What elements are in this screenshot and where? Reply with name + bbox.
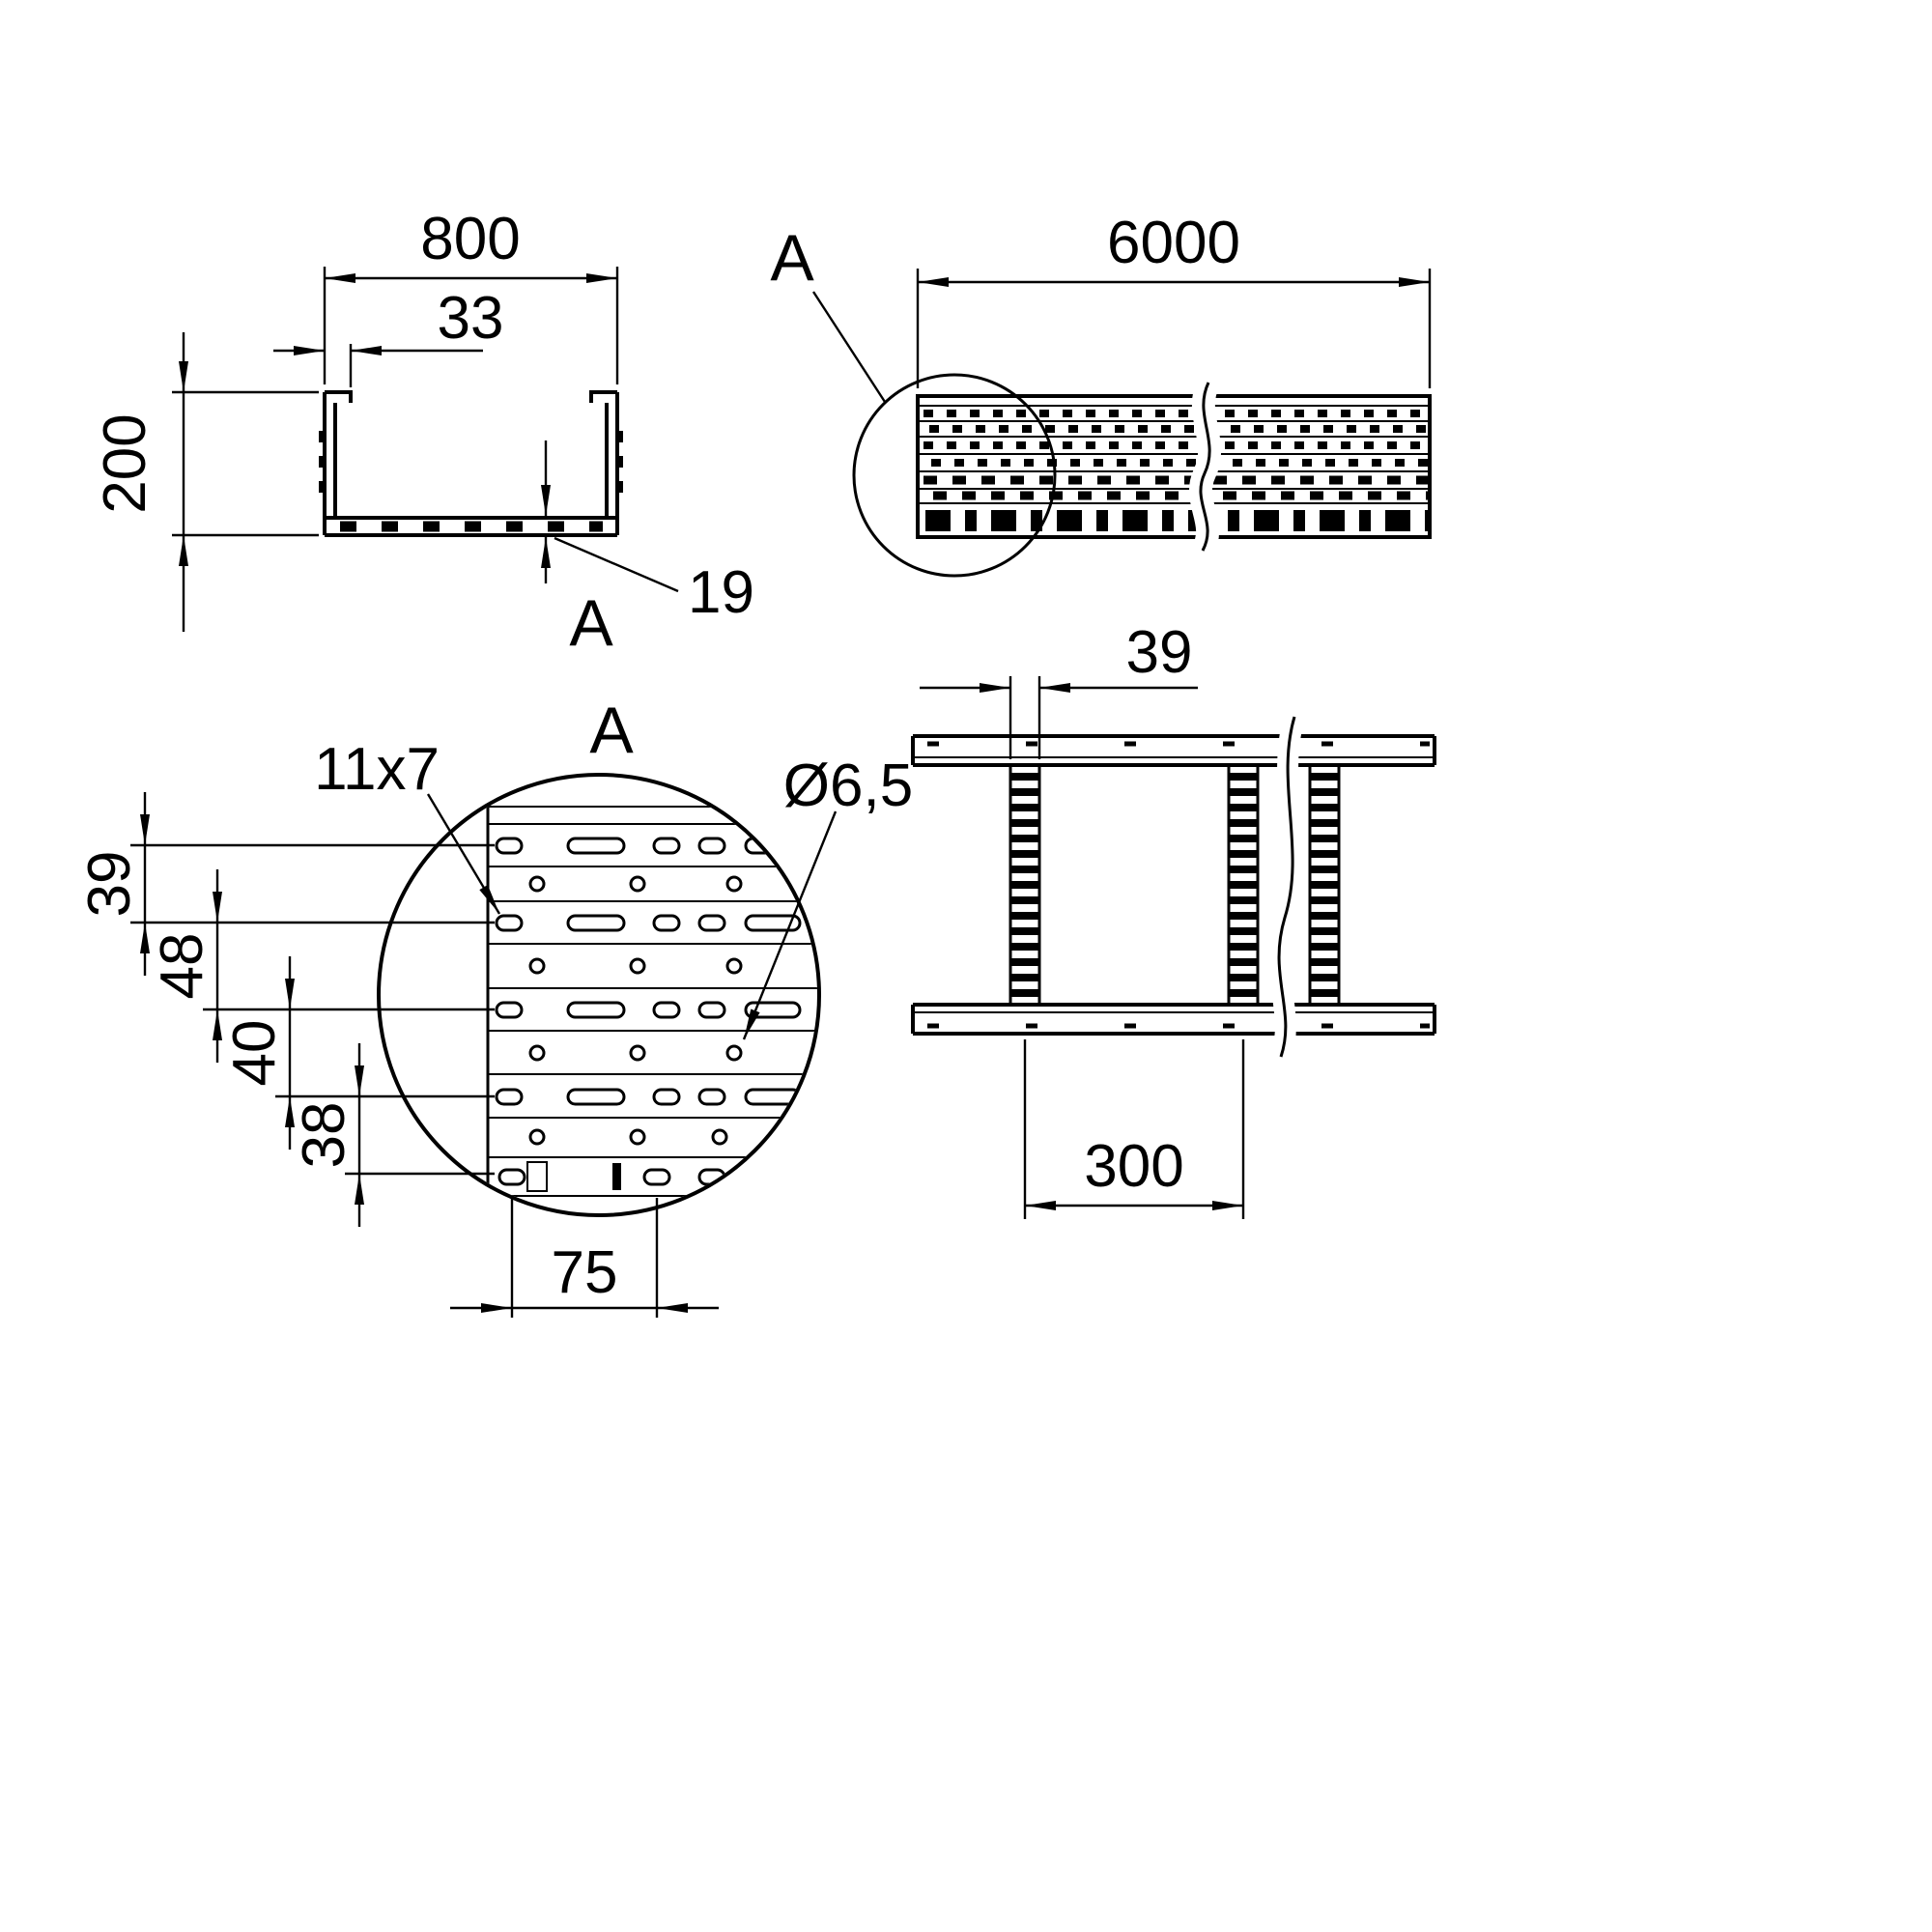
dim-800-extension-lines	[323, 267, 619, 384]
rung	[1308, 763, 1341, 1007]
dim-75: 75	[450, 1198, 719, 1318]
dim-6000-extension-lines	[916, 269, 1432, 388]
break-line	[1277, 716, 1296, 1058]
dim-label-40: 40	[221, 1020, 288, 1087]
detail-view-label: A	[589, 694, 634, 767]
dim-300-extension-lines	[1023, 1039, 1245, 1219]
detail-marker-label: A	[770, 221, 814, 295]
dim-pitch-40: 40	[221, 956, 295, 1150]
dim-pitch-38: 38	[291, 1043, 364, 1227]
side-rails	[911, 734, 1436, 1036]
rail-inner-lines	[913, 756, 1435, 1013]
break-line	[1199, 382, 1211, 552]
detail-marker-circle	[852, 373, 1057, 578]
detail-a-view: A 11x7 Ø6,5 39 48 40	[76, 694, 913, 1318]
dim-label-39: 39	[76, 851, 143, 918]
rung	[1227, 763, 1260, 1007]
slot-row	[495, 1088, 802, 1106]
detail-circle	[377, 773, 821, 1217]
slot-size-label: 11x7	[314, 736, 440, 803]
side-pattern-lines	[918, 405, 1430, 504]
wall-perforation-ticks	[319, 431, 623, 493]
hole-diameter-leader	[742, 810, 838, 1040]
dim-pitch-48: 48	[149, 869, 222, 1063]
plate-row-lines	[488, 806, 817, 1197]
side-perforation-rows	[923, 410, 1428, 531]
channel-outline	[323, 390, 619, 537]
dim-label-6000: 6000	[1107, 210, 1240, 276]
plan-view: 39 300	[911, 619, 1436, 1219]
dim-39-extension-lines	[1009, 676, 1041, 759]
dim-label-800: 800	[420, 206, 520, 272]
dim-label-33: 33	[438, 285, 504, 352]
dim-200-extension-lines	[172, 390, 319, 537]
slot-size-leader	[426, 793, 501, 915]
dim-label-200: 200	[92, 413, 158, 513]
slot-row	[495, 914, 802, 932]
slot-bar	[612, 1163, 621, 1190]
hole-row	[528, 875, 743, 1146]
hole-diameter-label: Ø6,5	[783, 753, 913, 819]
dim-pitch-39: 39	[76, 792, 150, 976]
pitch-extension-lines	[130, 843, 495, 1176]
dim-label-19: 19	[688, 559, 754, 626]
dim-label-39-rung: 39	[1126, 619, 1193, 686]
dim-label-300: 300	[1084, 1133, 1183, 1200]
dim-label-48: 48	[149, 933, 215, 1000]
dim-19-leader	[554, 536, 679, 593]
dim-label-38: 38	[291, 1102, 357, 1169]
slot-row	[495, 1001, 802, 1019]
side-view: A 6000	[770, 210, 1432, 578]
section-label-a: A	[569, 586, 613, 660]
tray-body	[916, 394, 1432, 539]
bottom-slot-row	[497, 1161, 726, 1192]
rung	[1009, 763, 1041, 1007]
dim-label-75: 75	[552, 1239, 618, 1306]
plate-pattern	[486, 777, 817, 1213]
cross-section-view: 800 33 200 19 A	[92, 206, 754, 660]
detail-marker-leader	[811, 291, 887, 403]
